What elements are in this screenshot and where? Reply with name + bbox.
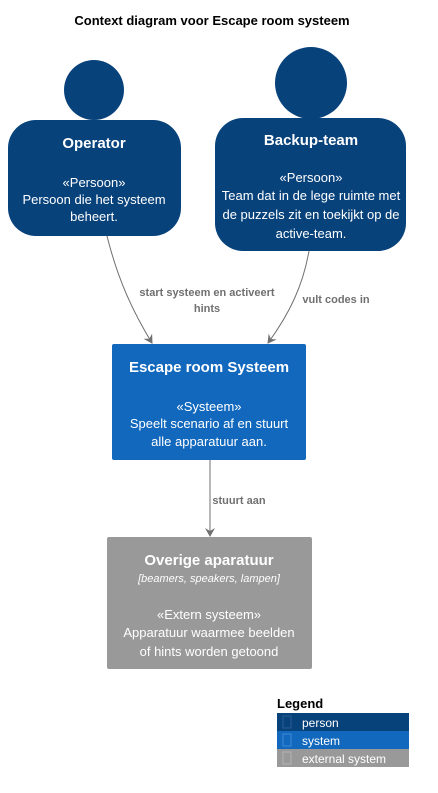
- operator-name: Operator: [62, 135, 126, 152]
- system-escape-room-box: [112, 344, 306, 460]
- backup-team-description-line: Team dat in de lege ruimte met: [222, 188, 401, 203]
- legend-item-external-system: external system: [302, 752, 386, 766]
- edge-label-operator-line: start systeem en activeert: [139, 287, 274, 299]
- legend-external-icon: [282, 751, 292, 765]
- person-backup-team-head: [275, 47, 347, 119]
- overige-stereotype: «Extern systeem»: [157, 607, 261, 622]
- overige-description-line: Apparatuur waarmee beelden: [123, 625, 294, 640]
- legend-swatch-external: [277, 749, 409, 767]
- backup-team-description-line: de puzzels zit en toekijkt op de: [222, 207, 399, 222]
- legend-item-system: system: [302, 734, 340, 748]
- legend-item-person: person: [302, 716, 339, 730]
- operator-description-line: Persoon die het systeem: [22, 192, 165, 207]
- overige-description-line: of hints worden getoond: [140, 644, 279, 659]
- legend-title: Legend: [277, 696, 323, 711]
- escape-room-description-line: Speelt scenario af en stuurt: [130, 416, 289, 431]
- backup-team-name: Backup-team: [264, 132, 358, 149]
- edge-operator-to-system: [106, 235, 153, 344]
- operator-description-line: beheert.: [70, 209, 118, 224]
- legend-swatch-person: [277, 713, 409, 731]
- external-system-overige: Overige aparatuur [beamers, speakers, la…: [107, 537, 312, 669]
- edge-label-stuurt-aan: stuurt aan: [212, 495, 265, 507]
- edge-label-backup: vult codes in: [302, 294, 370, 306]
- person-operator: Operator «Persoon» Persoon die het syste…: [8, 60, 181, 236]
- edge-label-operator-line: hints: [194, 303, 220, 315]
- person-operator-head: [64, 60, 124, 120]
- external-system-overige-box: [107, 537, 312, 669]
- backup-team-description-line: active-team.: [276, 226, 347, 241]
- escape-room-name: Escape room Systeem: [129, 359, 289, 376]
- system-escape-room: Escape room Systeem «Systeem» Speelt sce…: [112, 344, 306, 460]
- legend-person-icon: [282, 715, 292, 729]
- overige-technology: [beamers, speakers, lampen]: [137, 573, 281, 585]
- legend-system-icon: [282, 733, 292, 747]
- escape-room-description-line: alle apparatuur aan.: [151, 434, 267, 449]
- legend-swatch-system: [277, 731, 409, 749]
- person-backup-team-body: [215, 118, 406, 251]
- operator-stereotype: «Persoon»: [63, 175, 126, 190]
- overige-name: Overige aparatuur: [144, 552, 273, 569]
- backup-team-stereotype: «Persoon»: [280, 170, 343, 185]
- diagram-title: Context diagram voor Escape room systeem: [74, 13, 349, 28]
- escape-room-stereotype: «Systeem»: [176, 399, 241, 414]
- legend: Legend person system external system: [277, 696, 409, 767]
- person-operator-body: [8, 120, 181, 236]
- edge-backup-to-system: [267, 250, 310, 344]
- person-backup-team: Backup-team «Persoon» Team dat in de leg…: [215, 47, 406, 251]
